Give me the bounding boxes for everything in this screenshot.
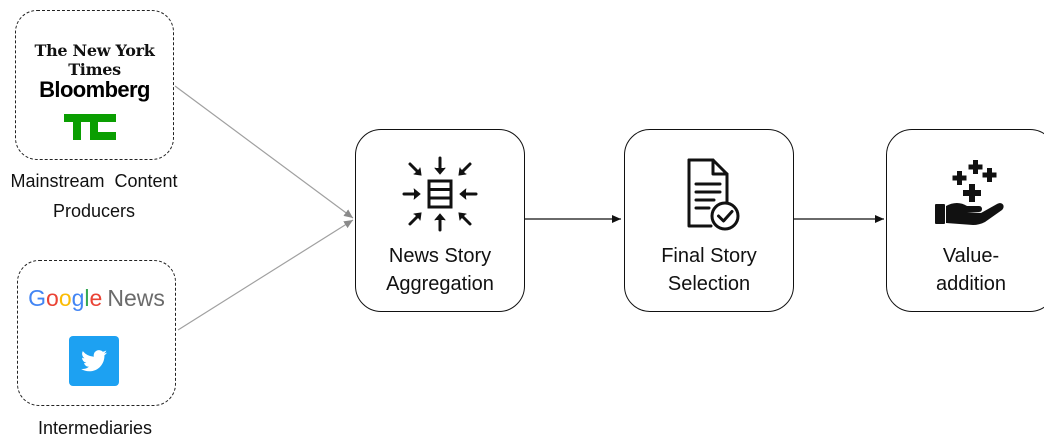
intermediaries-label: Intermediaries bbox=[37, 418, 153, 438]
hand-plus-icon bbox=[887, 154, 1044, 234]
google-letter-5: e bbox=[89, 285, 103, 311]
stage-label: Value- addition bbox=[935, 245, 1007, 295]
techcrunch-logo-icon bbox=[64, 114, 116, 140]
connector-intermediaries-to-aggregation bbox=[177, 219, 354, 331]
twitter-bird-icon bbox=[69, 336, 119, 386]
google-letter-3: g bbox=[71, 285, 85, 311]
mainstream-label: Mainstream Content Producers bbox=[10, 171, 178, 221]
stage-value-addition: Value- addition bbox=[886, 129, 1044, 312]
stage-label: Final Story Selection bbox=[661, 245, 757, 295]
document-check-icon bbox=[625, 154, 793, 234]
stage-label: News Story Aggregation bbox=[386, 245, 494, 295]
google-letter-1: o bbox=[46, 285, 59, 311]
connector-mainstream-to-aggregation bbox=[174, 85, 354, 219]
stage-news-story-aggregation: News Story Aggregation bbox=[355, 129, 525, 312]
bloomberg-logo: Bloomberg bbox=[39, 77, 150, 102]
stage-final-story-selection: Final Story Selection bbox=[624, 129, 794, 312]
aggregation-arrows-icon bbox=[356, 154, 524, 234]
google-letter-2: o bbox=[58, 285, 72, 311]
google-letter-0: G bbox=[28, 285, 47, 311]
nyt-logo: The New York Times bbox=[34, 41, 155, 79]
mainstream-sources-box: The New York Times Bloomberg bbox=[15, 10, 174, 160]
google-letter-4: l bbox=[84, 285, 90, 311]
